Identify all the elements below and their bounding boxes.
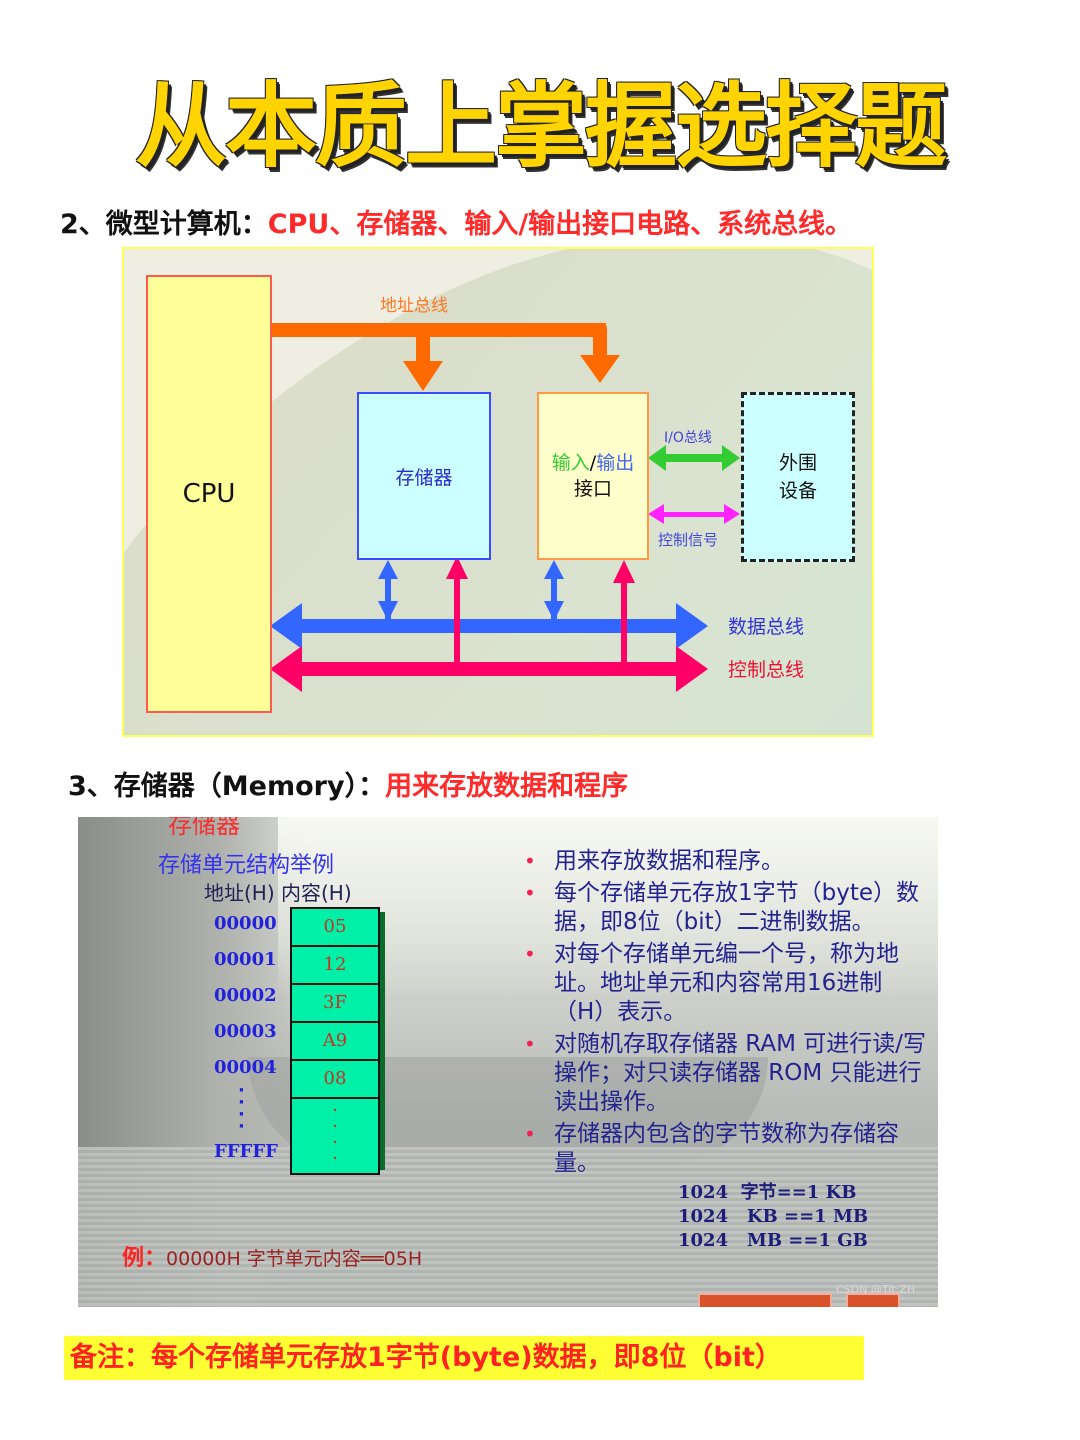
address-label: 00003	[214, 1021, 277, 1042]
example-lead: 例：	[122, 1246, 167, 1271]
address-ellipsis: ····	[238, 1080, 245, 1137]
memory-cells: 05 12 3F A9 08 ····	[290, 907, 380, 1175]
memory-cell: 12	[290, 945, 380, 983]
control-bus-label: 控制总线	[728, 659, 805, 681]
peripheral-line1: 外围	[778, 452, 817, 474]
address-label-last: FFFFF	[214, 1141, 278, 1162]
slide-nav-button	[698, 1293, 832, 1307]
data-bus-arrow	[270, 560, 708, 649]
bullet-item: •每个存储单元存放1字节（byte）数据，即8位（bit）二进制数据。	[524, 880, 920, 935]
note-banner: 备注：每个存储单元存放1字节(byte)数据，即8位（bit）	[64, 1336, 864, 1380]
section-3-heading: 3、存储器（Memory）：用来存放数据和程序	[68, 764, 628, 803]
address-label: 00000	[214, 913, 277, 934]
storage-column-header: 地址(H) 内容(H)	[204, 881, 352, 905]
memory-cell: A9	[290, 1021, 380, 1059]
slide-cropped-title: 存储器	[168, 817, 240, 839]
bullet-item: •存储器内包含的字节数称为存储容量。	[524, 1121, 899, 1176]
storage-structure-title: 存储单元结构举例	[158, 853, 335, 878]
section-3-prefix: 3、存储器（Memory）：	[68, 771, 386, 802]
address-bus-arrow	[268, 323, 620, 391]
io-port-label: 接口	[573, 478, 612, 500]
memory-cell: 08	[290, 1059, 380, 1097]
control-bus-arrow	[270, 556, 708, 692]
peripheral-line2: 设备	[778, 480, 817, 502]
bullet-icon: •	[524, 942, 536, 966]
data-bus-label: 数据总线	[728, 616, 805, 638]
io-input-label: 输入	[551, 452, 590, 474]
memory-cell: 05	[290, 907, 380, 945]
slide-background-water	[78, 1147, 938, 1307]
io-interface-block: 输入/输出 接口	[537, 392, 649, 560]
section-2-prefix: 2、微型计算机：	[60, 209, 268, 240]
memory-cell-ellipsis: ····	[290, 1097, 380, 1175]
section-2-heading: 2、微型计算机：CPU、存储器、输入/输出接口电路、系统总线。	[60, 202, 852, 241]
cpu-block: CPU	[146, 275, 272, 713]
io-bus-label: I/O总线	[664, 430, 712, 446]
memory-slide-image: 存储器 存储单元结构举例 地址(H) 内容(H) 00000 00001 000…	[78, 817, 938, 1307]
bullet-icon: •	[524, 881, 536, 905]
peripheral-block: 外围 设备	[741, 392, 855, 562]
bullet-item: •对随机存取存储器 RAM 可进行读/写操作；对只读存储器 ROM 只能进行读出…	[524, 1031, 926, 1115]
control-signal-arrow	[648, 504, 740, 524]
memory-cell: 3F	[290, 983, 380, 1021]
bullet-icon: •	[524, 1032, 536, 1056]
address-label: 00001	[214, 949, 277, 970]
address-bus-label: 地址总线	[380, 296, 448, 316]
memory-bullet-list: •用来存放数据和程序。 •每个存储单元存放1字节（byte）数据，即8位（bit…	[520, 847, 930, 1181]
address-label: 00002	[214, 985, 277, 1006]
slide-background-sky	[278, 817, 938, 997]
io-bus-arrow	[648, 445, 740, 471]
slide-nav-button	[846, 1293, 900, 1307]
address-label: 00004	[214, 1057, 277, 1078]
control-signal-label: 控制信号	[658, 531, 719, 549]
bullet-item: •用来存放数据和程序。	[524, 848, 784, 874]
section-3-highlight: 用来存放数据和程序	[385, 771, 629, 802]
bus-arrows	[268, 323, 740, 692]
memory-example: 例：00000H 字节单元内容══05H 记为:（00000H）字节=05H 同…	[122, 1246, 423, 1271]
watermark: CSDN @Tit:ZH	[836, 1283, 916, 1296]
memory-block: 存储器	[357, 392, 491, 560]
bullet-icon: •	[524, 849, 536, 873]
bullet-item: •对每个存储单元编一个号，称为地址。地址单元和内容常用16进制（H）表示。	[524, 941, 899, 1025]
io-separator: /	[589, 452, 597, 474]
bullet-icon: •	[524, 1122, 536, 1146]
section-2-highlight: CPU、存储器、输入/输出接口电路、系统总线。	[267, 209, 853, 240]
page-title: 从本质上掌握选择题	[134, 73, 947, 180]
io-output-label: 输出	[596, 452, 635, 474]
microcomputer-diagram: CPU 存储器 输入/输出 接口 外围 设备 地址总线 I/O总线 控制信号 数…	[122, 247, 874, 737]
